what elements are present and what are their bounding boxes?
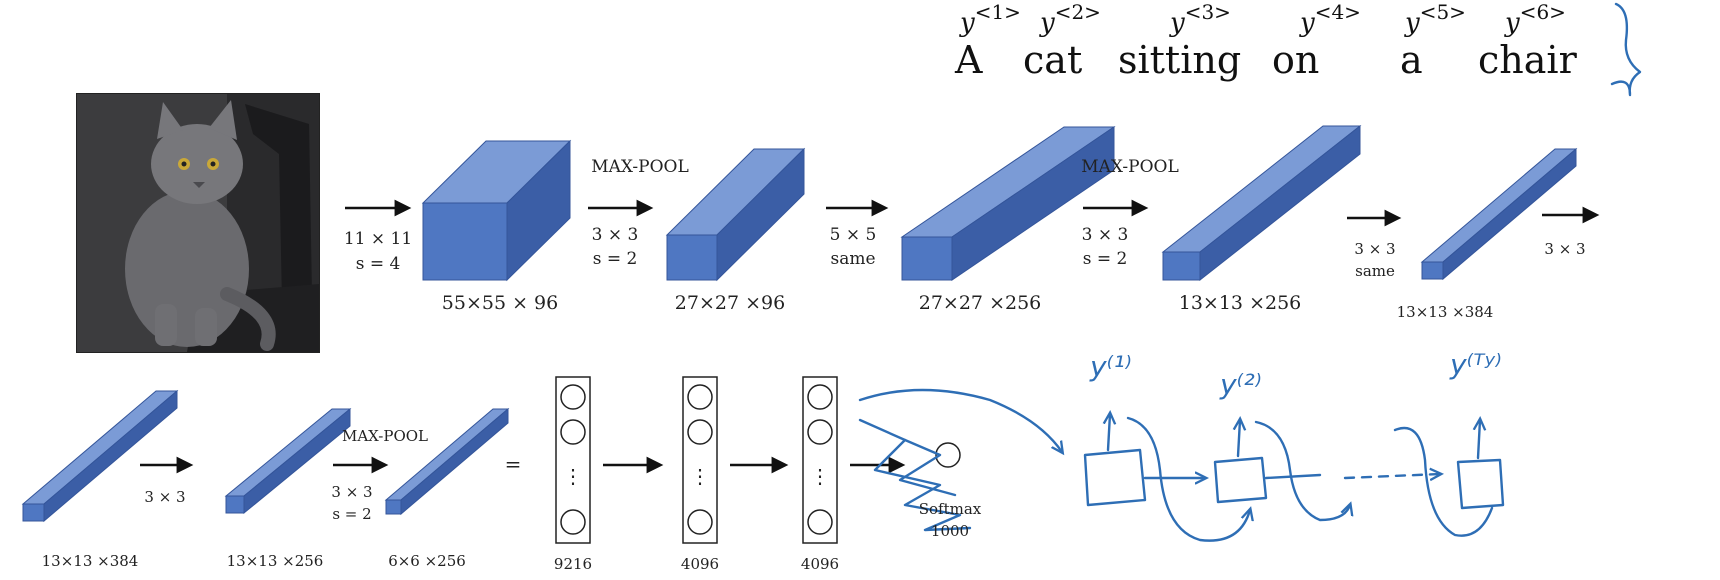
conv2-kernel-label: 5 × 5 [829, 225, 877, 245]
caption-y-label: y<4> [1300, 0, 1361, 38]
block-front-face [666, 234, 718, 281]
pool3-stride-label: s = 2 [332, 505, 372, 523]
fc3-size-label: 4096 [800, 555, 840, 573]
caption-y-label: y<6> [1505, 0, 1566, 38]
caption-word: A [955, 38, 983, 82]
block-top-face [384, 408, 510, 501]
equals-sign: = [504, 452, 522, 476]
rnn-up-arrow-3 [1478, 420, 1480, 460]
conv1-dim-label: 55×55 × 96 [441, 292, 559, 314]
fc1-dots: ⋮ [563, 464, 583, 488]
block-front-face [225, 495, 245, 514]
feed-arrow [858, 388, 1062, 452]
pool2-dim-label: 13×13 ×256 [1178, 292, 1302, 314]
pool1-dim-label: 27×27 ×96 [674, 292, 786, 314]
conv3-padding-label: same [1355, 262, 1395, 280]
conv5-kernel-label: 3 × 3 [144, 488, 186, 506]
volume-27x27x256 [900, 126, 1116, 281]
caption-word: on [1272, 38, 1320, 82]
conv1-stride-label: s = 4 [355, 254, 401, 274]
softmax-scribble [858, 418, 972, 532]
volume-13x13x384-b [21, 389, 179, 523]
softmax-label: Softmax [918, 500, 982, 518]
vol2-dim-label: 13×13 ×256 [226, 552, 324, 570]
caption-y-label: y<5> [1405, 0, 1466, 38]
rnn-output-2: y⁽²⁾ [1220, 368, 1262, 401]
block-front-face [22, 503, 45, 522]
rnn-up-arrow-1 [1108, 414, 1110, 452]
rnn-link-dashed [1343, 474, 1440, 478]
caption-word: cat [1023, 38, 1083, 82]
vol1-dim-label: 13×13 ×384 [41, 552, 139, 570]
caption-brace-stroke [1610, 2, 1642, 97]
softmax-size-label: 1000 [930, 522, 970, 540]
conv2-padding-label: same [830, 249, 876, 269]
pool2-kernel-label: 3 × 3 [1081, 225, 1129, 245]
conv2-dim-label: 27×27 ×256 [918, 292, 1042, 314]
caption-word: chair [1478, 38, 1577, 82]
pool3-title: MAX-POOL [341, 427, 429, 445]
rnn-link-2 [1264, 473, 1322, 480]
block-side-face [400, 407, 509, 516]
conv3-kernel-label: 3 × 3 [1354, 240, 1396, 258]
volume-13x13x256 [1161, 124, 1362, 282]
pool1-title: MAX-POOL [591, 157, 689, 177]
handwritten-rnn-sketch [858, 2, 1642, 542]
rnn-output-3: y⁽ᵀʸ⁾ [1450, 348, 1502, 381]
cat-illustration [77, 94, 319, 352]
rnn-cell-1 [1083, 448, 1147, 507]
block-top-face [1161, 125, 1362, 253]
fc-layer-9216 [555, 376, 591, 544]
rnn-loop-1 [1126, 416, 1250, 542]
caption-word: a [1400, 38, 1423, 82]
caption-y-label: y<3> [1170, 0, 1231, 38]
caption-y-label: y<1> [960, 0, 1021, 38]
pool2-title: MAX-POOL [1081, 157, 1179, 177]
fc1-size-label: 9216 [553, 555, 593, 573]
cat-photo [76, 93, 320, 353]
rnn-cell-3 [1456, 458, 1505, 510]
caption-word: sitting [1118, 38, 1242, 82]
block-front-face [422, 202, 508, 281]
block-front-face [901, 236, 953, 281]
pool1-stride-label: s = 2 [592, 249, 638, 269]
pool3-kernel-label: 3 × 3 [331, 483, 373, 501]
volume-13x13x384-a [1420, 147, 1578, 281]
fc-layer-4096-a [682, 376, 718, 544]
block-front-face [385, 499, 402, 515]
volume-27x27x96 [665, 147, 806, 282]
fc2-dots: ⋮ [690, 464, 710, 488]
rnn-loop-3 [1393, 426, 1494, 537]
rnn-cell-2 [1213, 456, 1268, 504]
rnn-up-arrow-2 [1238, 420, 1240, 458]
conv3-dim-label: 13×13 ×384 [1396, 303, 1494, 321]
caption-y-label: y<2> [1040, 0, 1101, 38]
fc-layer-4096-b [802, 376, 838, 544]
pool1-kernel-label: 3 × 3 [591, 225, 639, 245]
softmax-node [935, 442, 961, 468]
rnn-output-1: y⁽¹⁾ [1090, 350, 1132, 383]
volume-13x13x256-b [224, 407, 352, 515]
pool2-stride-label: s = 2 [1082, 249, 1128, 269]
block-front-face [1162, 251, 1201, 281]
fc3-dots: ⋮ [810, 464, 830, 488]
conv4-kernel-label: 3 × 3 [1544, 240, 1586, 258]
softmax-scribble-2 [898, 438, 957, 497]
block-side-face [1199, 124, 1361, 282]
volume-55x55x96 [421, 139, 572, 282]
vol3-dim-label: 6×6 ×256 [388, 552, 466, 570]
fc2-size-label: 4096 [680, 555, 720, 573]
volume-6x6x256 [384, 407, 510, 516]
block-front-face [1421, 261, 1444, 280]
rnn-loop-2 [1254, 420, 1350, 522]
conv1-kernel-label: 11 × 11 [343, 229, 413, 249]
